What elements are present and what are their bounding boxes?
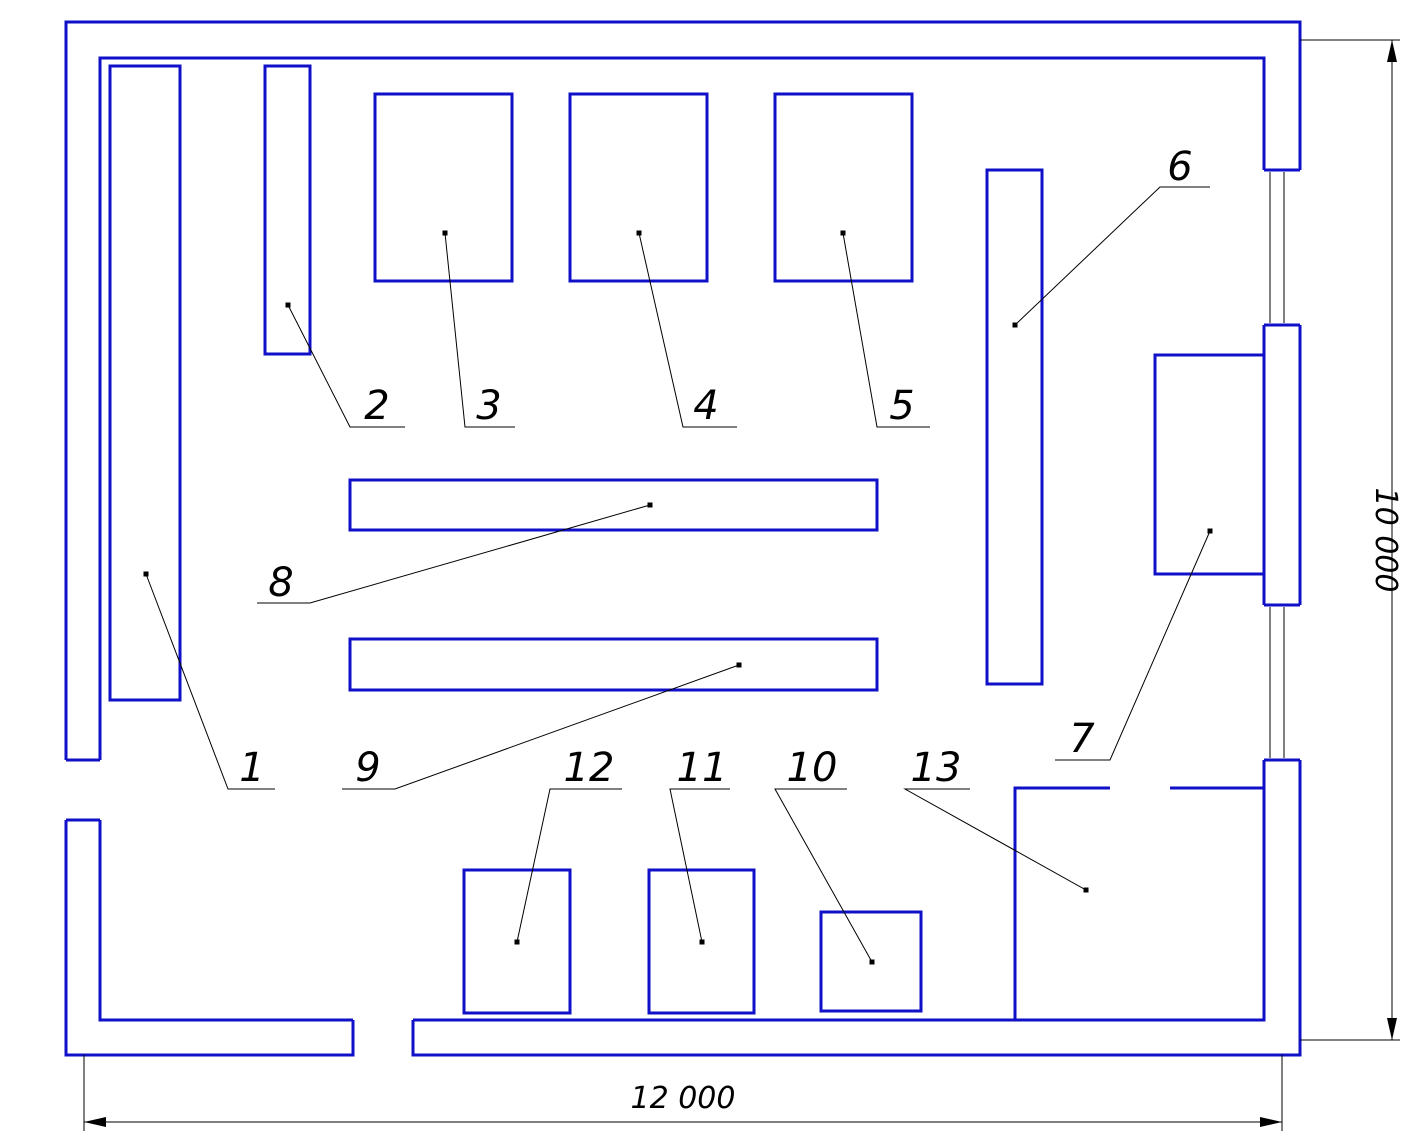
anchor-dot-2 xyxy=(285,302,291,308)
width-arrow-left xyxy=(84,1117,106,1127)
leader-line-11 xyxy=(669,788,730,943)
width-dimension-label: 12 000 xyxy=(631,1081,736,1116)
equipment-10-unit xyxy=(819,910,923,1013)
anchor-dot-7 xyxy=(1207,528,1213,534)
height-arrow-bottom xyxy=(1387,1018,1397,1040)
equipment-9-workbench xyxy=(348,637,879,692)
leader-line-7 xyxy=(1055,530,1211,761)
callout-number-6: 6 xyxy=(1167,144,1192,190)
callout-number-12: 12 xyxy=(564,745,615,791)
callout-number-3: 3 xyxy=(476,383,501,429)
leader-line-5 xyxy=(842,232,930,428)
leader-line-2 xyxy=(287,304,405,428)
anchor-dot-10 xyxy=(869,959,875,965)
equipment-4-machine xyxy=(568,92,709,283)
anchor-dot-5 xyxy=(840,230,846,236)
anchor-dot-8 xyxy=(647,502,653,508)
leader-line-8 xyxy=(257,504,651,604)
anchor-dot-12 xyxy=(514,939,520,945)
equipment-6-tall-rack xyxy=(985,168,1044,686)
equipment-11-unit xyxy=(647,868,756,1015)
anchor-dot-13 xyxy=(1083,887,1089,893)
callout-number-8: 8 xyxy=(268,560,293,606)
anchor-dot-3 xyxy=(442,230,448,236)
leader-line-3 xyxy=(444,232,515,428)
callout-number-10: 10 xyxy=(787,745,838,791)
callout-number-1: 1 xyxy=(239,745,264,791)
equipment-7-cabinet xyxy=(1153,353,1266,576)
anchor-dot-4 xyxy=(636,230,642,236)
callout-number-9: 9 xyxy=(355,745,380,791)
callout-number-2: 2 xyxy=(364,383,389,429)
callout-number-4: 4 xyxy=(693,383,718,429)
width-arrow-right xyxy=(1260,1117,1282,1127)
equipment-12-unit xyxy=(462,868,572,1015)
outer-wall-top xyxy=(64,20,1302,760)
equipment-1-long-shelf xyxy=(108,64,182,702)
leader-line-1 xyxy=(145,573,275,790)
height-dimension-label: 10 000 xyxy=(1368,488,1403,593)
height-arrow-top xyxy=(1387,40,1397,62)
anchor-dot-6 xyxy=(1012,322,1018,328)
equipment-3-machine xyxy=(373,92,514,283)
leader-line-10 xyxy=(774,788,873,963)
leader-line-6 xyxy=(1014,186,1210,326)
anchor-dot-9 xyxy=(736,662,742,668)
callout-number-5: 5 xyxy=(889,383,914,429)
room-13-partition-left xyxy=(1013,786,1110,1020)
equipment-2-narrow-rack xyxy=(263,64,312,356)
leader-line-12 xyxy=(516,788,622,943)
equipment-8-workbench xyxy=(348,478,879,532)
callout-number-7: 7 xyxy=(1069,716,1095,762)
leader-line-9 xyxy=(342,664,740,790)
leader-line-13 xyxy=(903,788,1087,891)
callout-number-11: 11 xyxy=(677,745,728,791)
anchor-dot-1 xyxy=(143,571,149,577)
equipment-5-machine xyxy=(773,92,914,283)
inner-wall-left-lower xyxy=(98,820,353,1022)
inner-wall-right-lower xyxy=(413,760,1266,1022)
leader-line-4 xyxy=(638,232,737,428)
inner-wall-top xyxy=(98,56,1266,760)
callout-number-13: 13 xyxy=(911,745,962,791)
anchor-dot-11 xyxy=(699,939,705,945)
